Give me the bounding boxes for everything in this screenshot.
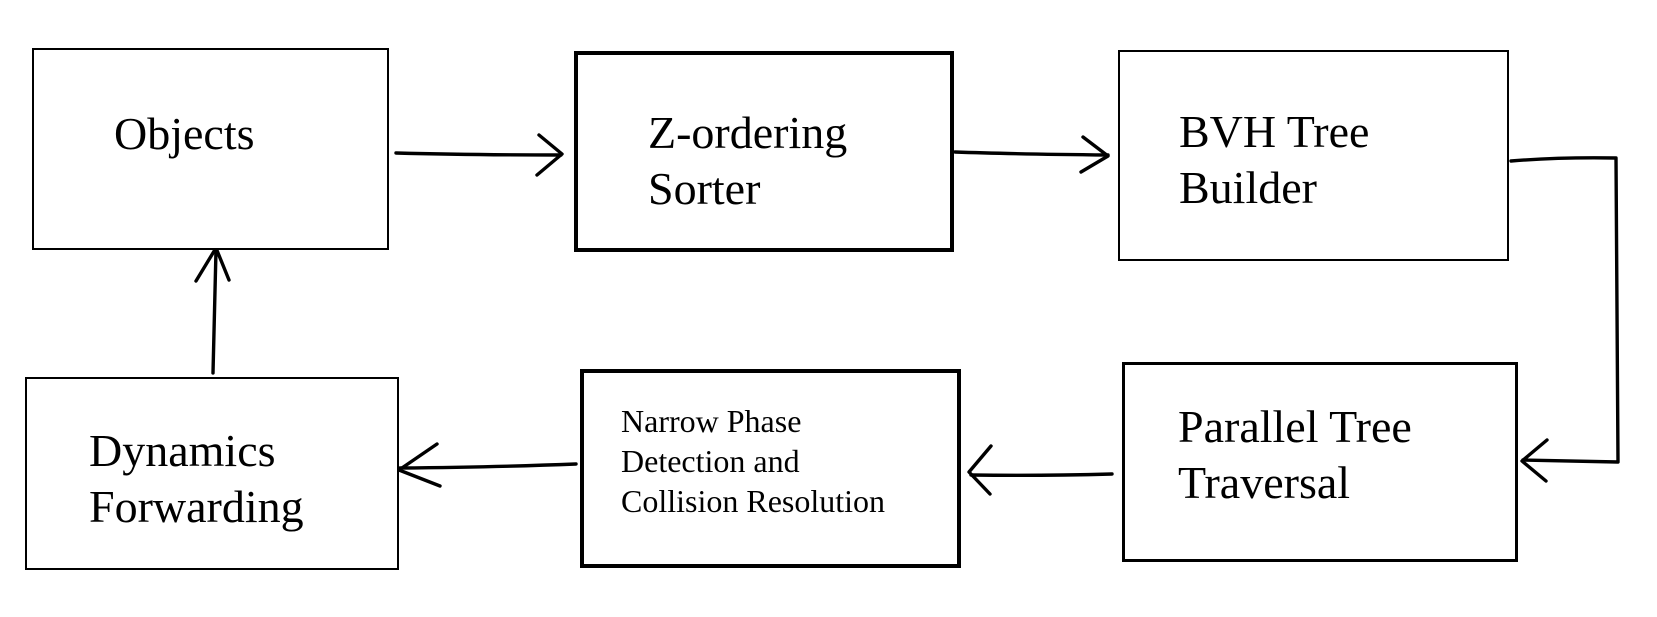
node-parallel-tree-traversal-label: Parallel Tree Traversal [1178,401,1412,509]
edge-bvh-to-traversal [1509,156,1620,483]
node-objects: Objects [32,48,389,250]
node-bvh-tree-builder: BVH Tree Builder [1118,50,1509,261]
node-bvh-tree-builder-label: BVH Tree Builder [1179,106,1370,214]
node-objects-label: Objects [114,108,255,159]
edge-objects-to-zorder [394,133,564,177]
edge-dynamics-to-objects [194,246,231,375]
node-z-ordering-sorter-label: Z-ordering Sorter [648,107,848,215]
node-narrow-phase: Narrow Phase Detection and Collision Res… [580,369,961,568]
edge-zorder-to-bvh [953,135,1110,174]
node-dynamics-forwarding-label: Dynamics Forwarding [89,425,304,533]
edge-traversal-to-narrow [967,444,1114,496]
node-dynamics-forwarding: Dynamics Forwarding [25,377,399,570]
node-z-ordering-sorter: Z-ordering Sorter [574,51,954,252]
edge-narrow-to-dynamics [397,442,578,488]
node-narrow-phase-label: Narrow Phase Detection and Collision Res… [621,403,886,519]
node-parallel-tree-traversal: Parallel Tree Traversal [1122,362,1518,562]
